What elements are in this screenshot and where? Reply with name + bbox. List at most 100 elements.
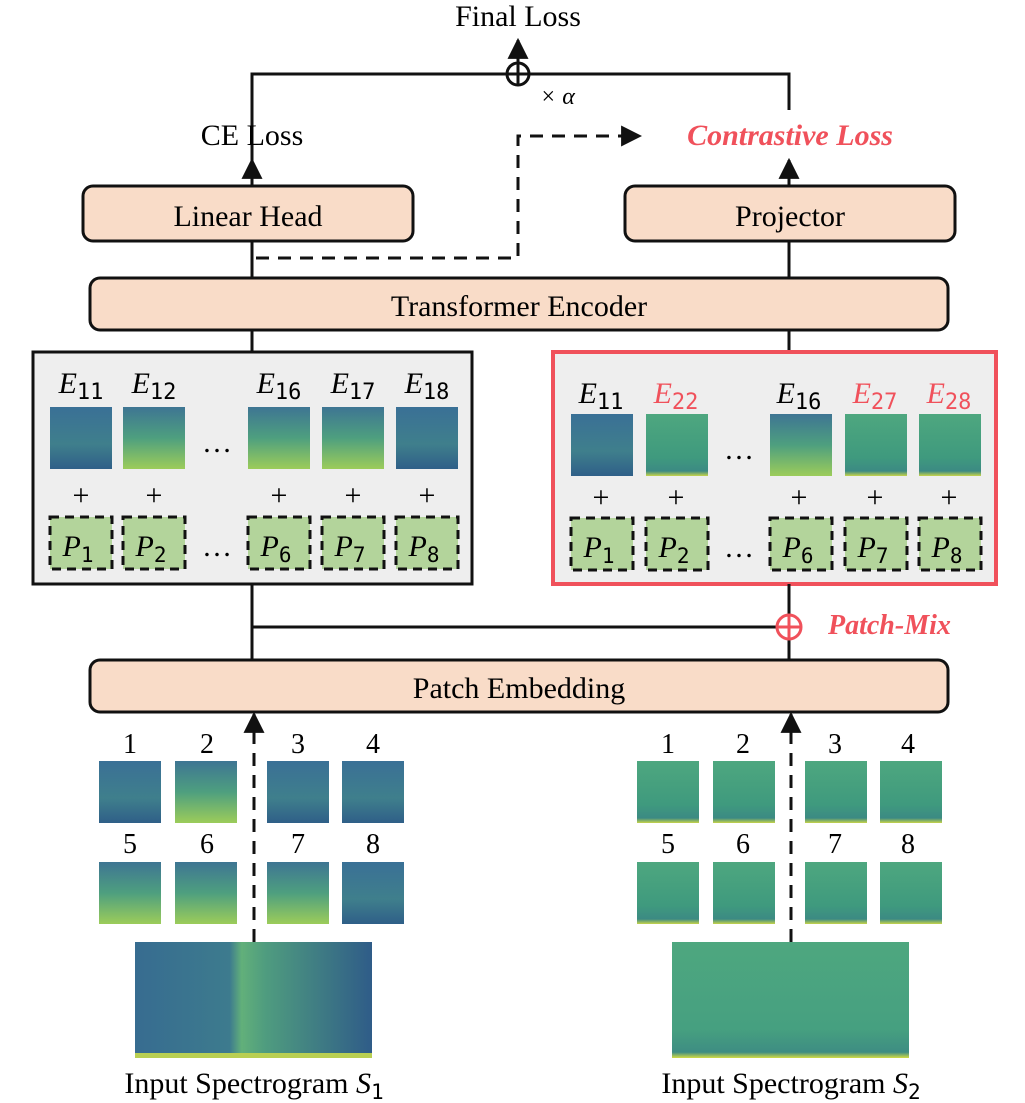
right-patch-num-7: 7 (828, 829, 842, 860)
right-pos-box-1 (569, 516, 635, 572)
left-input-patch-7 (267, 862, 329, 924)
right-pos-label-2: P2 (658, 531, 690, 568)
right-patch-num-4: 4 (901, 729, 915, 760)
transformer-encoder-label: Transformer Encoder (391, 290, 647, 323)
right-input-patch-5 (637, 862, 699, 924)
patch-mix-label: Patch-Mix (827, 610, 951, 641)
left-input-patch-3 (267, 761, 329, 823)
right-embed-patch-2 (646, 414, 708, 476)
right-pos-ellipsis: … (724, 531, 754, 564)
left-pos-label-1: P1 (62, 530, 94, 567)
right-embed-label-3: E16 (776, 377, 822, 415)
linear-head-label: Linear Head (173, 200, 322, 233)
right-embed-ellipsis: … (724, 433, 754, 466)
left-embed-label-3: E16 (256, 367, 302, 405)
right-token-panel: E11 E22 E16 E27 E28 … + + + + + P1 P2 P6… (551, 350, 998, 586)
linear-head-block: Linear Head (81, 184, 415, 243)
ce-loss-label: CE Loss (201, 119, 304, 152)
right-pos-box-3 (768, 516, 834, 572)
left-pos-box-3 (246, 515, 312, 571)
right-pos-label-1: P1 (583, 531, 615, 568)
alpha-label: × α (540, 84, 575, 110)
left-input-patch-1 (99, 761, 161, 823)
projector-block: Projector (623, 184, 957, 243)
left-input-patches: 1 2 3 4 5 6 7 8 (99, 729, 404, 924)
left-patch-num-7: 7 (291, 829, 305, 860)
left-input-patch-8 (342, 862, 404, 924)
right-patch-num-8: 8 (901, 829, 915, 860)
right-input-patch-3 (805, 761, 867, 823)
left-pos-label-4: P7 (334, 530, 366, 567)
right-pos-box-2 (644, 516, 710, 572)
right-patch-num-6: 6 (736, 829, 750, 860)
left-embed-label-2: E12 (131, 367, 177, 405)
left-embed-patch-2 (123, 407, 185, 469)
right-embed-label-5: E28 (926, 377, 972, 415)
left-pos-box-5 (394, 515, 460, 571)
patch-embedding-label: Patch Embedding (413, 672, 625, 705)
right-embed-patch-3 (770, 414, 832, 476)
right-input-patch-2 (713, 761, 775, 823)
left-patch-num-6: 6 (200, 829, 214, 860)
right-input-patch-1 (637, 761, 699, 823)
right-embed-label-4: E27 (852, 377, 898, 415)
input-spectrogram-s1-baseline (135, 1053, 372, 1058)
right-pos-box-5 (917, 516, 983, 572)
contrastive-loss-label: Contrastive Loss (687, 119, 893, 152)
right-input-patch-6 (713, 862, 775, 924)
right-embed-patch-4 (845, 414, 907, 476)
right-pos-label-5: P8 (931, 531, 963, 568)
right-input-patch-7 (805, 862, 867, 924)
left-pos-label-5: P8 (408, 530, 440, 567)
right-plus-5: + (941, 481, 958, 514)
patch-mix-sum-icon (775, 613, 803, 641)
final-loss-section: Final Loss × α (250, 0, 791, 165)
left-patch-num-3: 3 (291, 729, 305, 760)
final-loss-label: Final Loss (455, 0, 581, 33)
patch-embedding-block: Patch Embedding (88, 658, 950, 714)
right-patch-num-5: 5 (661, 829, 675, 860)
left-pos-box-4 (320, 515, 386, 571)
right-pos-box-4 (843, 516, 909, 572)
right-plus-2: + (668, 481, 685, 514)
left-embed-label-4: E17 (330, 367, 376, 405)
left-pos-label-3: P6 (260, 530, 292, 567)
projector-label: Projector (735, 200, 845, 233)
input-spectrogram-s2 (672, 942, 909, 1058)
sum-circle-top (505, 61, 531, 87)
right-embed-label-2: E22 (653, 377, 699, 415)
left-patch-num-4: 4 (366, 729, 380, 760)
right-embed-patch-5 (919, 414, 981, 476)
left-patch-num-8: 8 (366, 829, 380, 860)
left-plus-3: + (271, 479, 288, 512)
left-pos-label-2: P2 (135, 530, 167, 567)
right-input-patch-4 (880, 761, 942, 823)
left-embed-patch-4 (322, 407, 384, 469)
input-spectrogram-s1 (135, 942, 372, 1058)
left-pos-box-2 (121, 515, 187, 571)
input-s2-label: Input Spectrogram S2 (661, 1067, 920, 1103)
left-pos-ellipsis: … (202, 530, 232, 563)
left-pos-box-1 (48, 515, 114, 571)
input-s1-label: Input Spectrogram S1 (124, 1067, 383, 1103)
left-embed-label-5: E18 (404, 367, 450, 405)
left-patch-num-5: 5 (123, 829, 137, 860)
left-embed-patch-5 (396, 407, 458, 469)
left-embedding-labels: E11 E12 E16 E17 E18 (58, 367, 450, 405)
left-patch-num-1: 1 (123, 729, 137, 760)
left-plus-5: + (419, 479, 436, 512)
left-patch-num-2: 2 (200, 729, 214, 760)
right-embed-label-1: E11 (578, 377, 624, 415)
left-input-patch-5 (99, 862, 161, 924)
left-input-patch-2 (175, 761, 237, 823)
left-embed-label-1: E11 (58, 367, 104, 405)
right-plus-3: + (791, 481, 808, 514)
right-input-patch-8 (880, 862, 942, 924)
left-embed-patch-1 (50, 407, 112, 469)
left-input-patch-4 (342, 761, 404, 823)
right-plus-1: + (593, 481, 610, 514)
right-embed-patch-1 (571, 414, 633, 476)
right-input-patches: 1 2 3 4 5 6 7 8 (637, 729, 942, 924)
left-plus-4: + (345, 479, 362, 512)
